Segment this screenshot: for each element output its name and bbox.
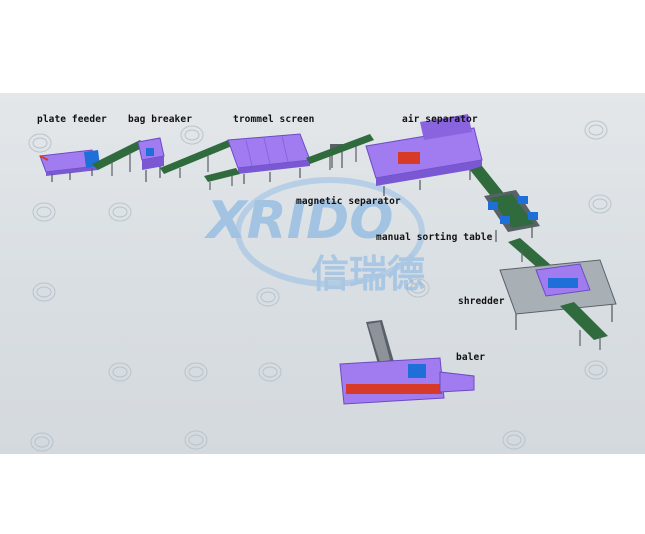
seal-mark xyxy=(180,125,204,145)
seal-mark xyxy=(108,362,132,382)
label-bag-breaker: bag breaker xyxy=(128,114,193,125)
manual-sorting-table-machine xyxy=(484,190,540,242)
seal-mark xyxy=(584,360,608,380)
baler-machine xyxy=(339,320,475,405)
label-plate-feeder: plate feeder xyxy=(37,114,107,125)
watermark-brand-text: XRIDO xyxy=(204,191,394,251)
watermark-chinese-text: 信瑞德 xyxy=(311,252,425,296)
decline-conveyor-6 xyxy=(560,302,608,350)
incline-conveyor-2 xyxy=(160,140,232,178)
decline-conveyor-4 xyxy=(470,166,506,200)
seal-mark xyxy=(406,278,430,298)
plate-feeder-machine xyxy=(39,149,100,182)
xrido-watermark-logo: XRIDO 信瑞德 xyxy=(204,177,425,296)
seal-mark xyxy=(258,362,282,382)
label-trommel-screen: trommel screen xyxy=(233,114,315,125)
trommel-screen-machine xyxy=(227,133,311,184)
seal-mark xyxy=(502,430,526,450)
shredder-machine xyxy=(499,259,617,330)
seal-mark xyxy=(32,282,56,302)
seal-mark xyxy=(588,194,612,214)
bag-breaker-machine xyxy=(137,137,165,182)
label-magnetic-separator: magnetic separator xyxy=(296,196,401,207)
seal-mark xyxy=(584,120,608,140)
seal-mark xyxy=(30,432,54,452)
incline-conveyor-1 xyxy=(92,140,146,176)
seal-mark xyxy=(184,430,208,450)
air-separator-machine xyxy=(365,114,483,196)
seal-mark xyxy=(256,287,280,307)
seal-mark xyxy=(32,202,56,222)
seal-mark xyxy=(28,133,52,153)
label-air-separator: air separator xyxy=(402,114,478,125)
label-manual-sorting-table: manual sorting table xyxy=(376,232,493,243)
seal-mark xyxy=(108,202,132,222)
watermark-seal-pattern xyxy=(28,120,612,452)
label-baler: baler xyxy=(456,352,486,363)
incline-conveyor-5 xyxy=(508,238,552,270)
seal-mark xyxy=(184,362,208,382)
magnetic-separator-conveyor xyxy=(204,168,240,190)
incline-conveyor-3 xyxy=(306,134,374,170)
label-shredder: shredder xyxy=(458,296,505,307)
